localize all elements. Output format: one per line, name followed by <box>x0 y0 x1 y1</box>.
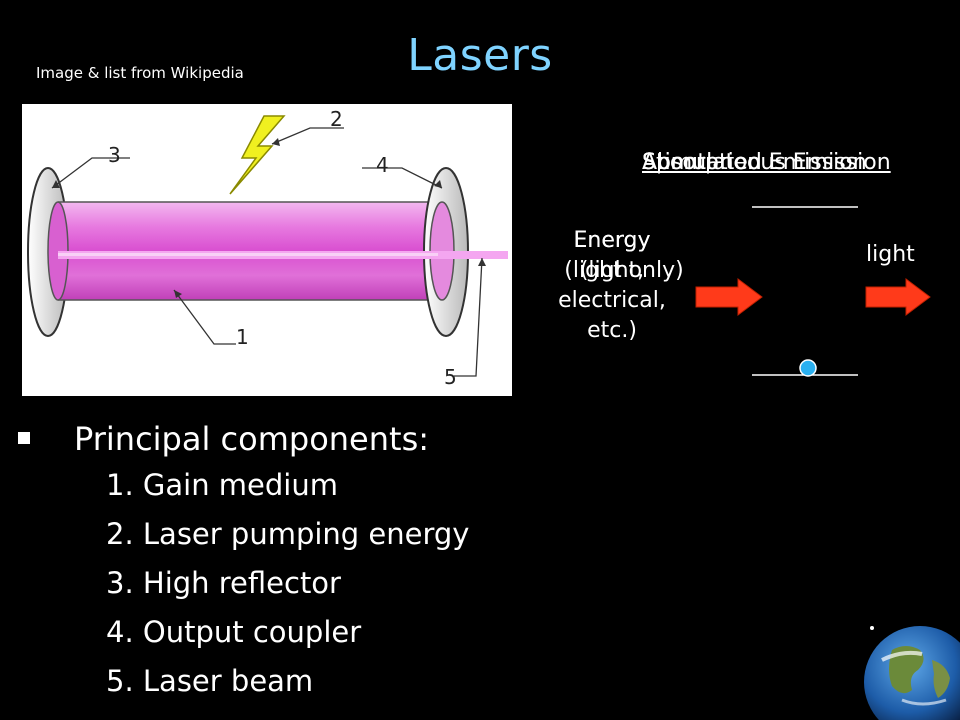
energy-label-a: Energy (light, electrical, etc.) <box>558 228 666 343</box>
callout-5: 5 <box>444 365 457 389</box>
list-item: 3. High reflector <box>106 566 341 600</box>
callout-1: 1 <box>236 325 249 349</box>
components-heading: Principal components: <box>74 420 430 458</box>
callout-2: 2 <box>330 107 343 131</box>
bullet-square-icon <box>18 432 30 444</box>
list-item: 4. Output coupler <box>106 615 362 649</box>
list-item: 5. Laser beam <box>106 664 314 698</box>
pumping-energy-bolt <box>229 115 286 195</box>
input-arrow <box>695 278 763 316</box>
electron <box>799 359 817 377</box>
list-item: 2. Laser pumping energy <box>106 517 470 551</box>
list-item: 1. Gain medium <box>106 468 338 502</box>
title-spontaneous-emission: Spontaneous Emission <box>642 150 891 175</box>
output-light-arrow <box>865 278 931 316</box>
title-absorption: Absorption <box>642 150 762 175</box>
page-title: Lasers <box>407 30 553 81</box>
image-credit: Image & list from Wikipedia <box>36 64 244 82</box>
light-label: light <box>866 242 915 267</box>
laser-diagram: 1 2 3 4 5 <box>22 104 512 396</box>
energy-level-diagram <box>695 206 931 377</box>
energy-label-b: Energy (light only) <box>564 228 684 283</box>
earth-globe-icon <box>864 626 960 720</box>
callout-4: 4 <box>376 153 389 177</box>
title-stimulated-emission: Stimulated Emission <box>642 150 867 175</box>
callout-3: 3 <box>108 143 121 167</box>
